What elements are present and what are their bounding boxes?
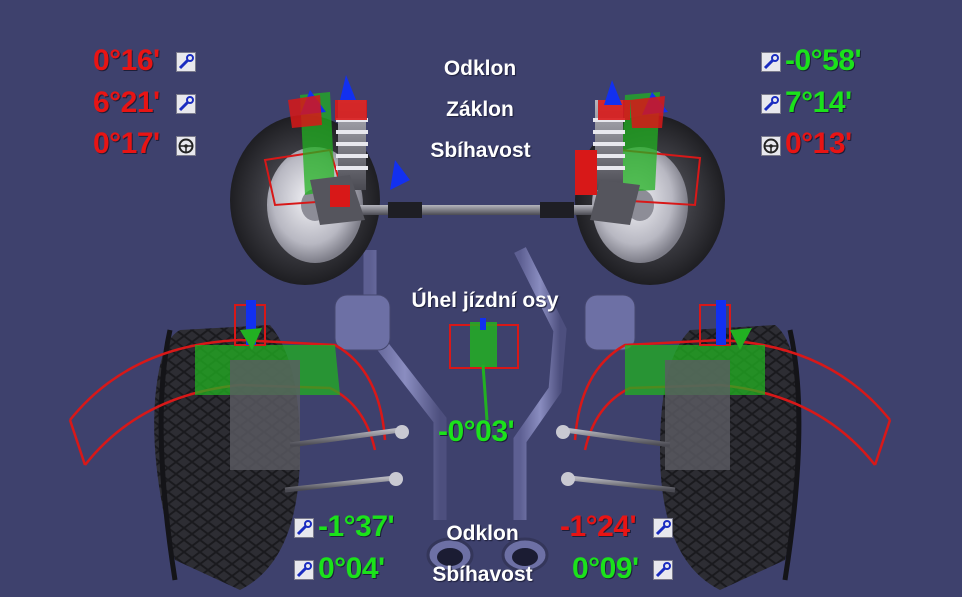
front-right-toe-value: 0°13' — [785, 127, 852, 160]
wrench-icon[interactable] — [176, 52, 196, 72]
rear-left-toe-value: 0°04' — [318, 552, 385, 585]
wrench-icon[interactable] — [294, 518, 314, 538]
rear-left-wheel — [68, 300, 409, 590]
front-left-camber-value: 0°16' — [93, 44, 160, 77]
rear-right-camber-value: -1°24' — [560, 510, 637, 543]
wrench-icon[interactable] — [761, 94, 781, 114]
rear-toe-label: Sbíhavost — [432, 563, 533, 586]
thrust-angle-indicator — [449, 318, 519, 421]
steering-wheel-icon[interactable] — [176, 136, 196, 156]
front-right-caster-value: 7°14' — [785, 86, 852, 119]
wrench-icon[interactable] — [761, 52, 781, 72]
rear-left-camber-value: -1°37' — [318, 510, 395, 543]
exhaust-system — [334, 247, 636, 573]
rear-camber-label: Odklon — [446, 522, 519, 545]
wrench-icon[interactable] — [176, 94, 196, 114]
thrust-angle-label: Úhel jízdní osy — [411, 289, 559, 312]
front-right-camber-value: -0°58' — [785, 44, 862, 77]
front-left-strut — [288, 75, 410, 190]
steering-wheel-icon[interactable] — [761, 136, 781, 156]
front-left-caster-value: 6°21' — [93, 86, 160, 119]
front-caster-label: Záklon — [446, 98, 514, 121]
wrench-icon[interactable] — [653, 560, 673, 580]
wrench-icon[interactable] — [294, 560, 314, 580]
rear-right-wheel — [556, 300, 892, 590]
front-left-toe-value: 0°17' — [93, 127, 160, 160]
rear-right-toe-value: 0°09' — [572, 552, 639, 585]
front-toe-label: Sbíhavost — [430, 139, 531, 162]
thrust-angle-value: -0°03' — [438, 415, 515, 448]
steering-rack — [310, 150, 640, 225]
wrench-icon[interactable] — [653, 518, 673, 538]
front-camber-label: Odklon — [443, 57, 517, 80]
front-right-strut — [593, 80, 668, 190]
